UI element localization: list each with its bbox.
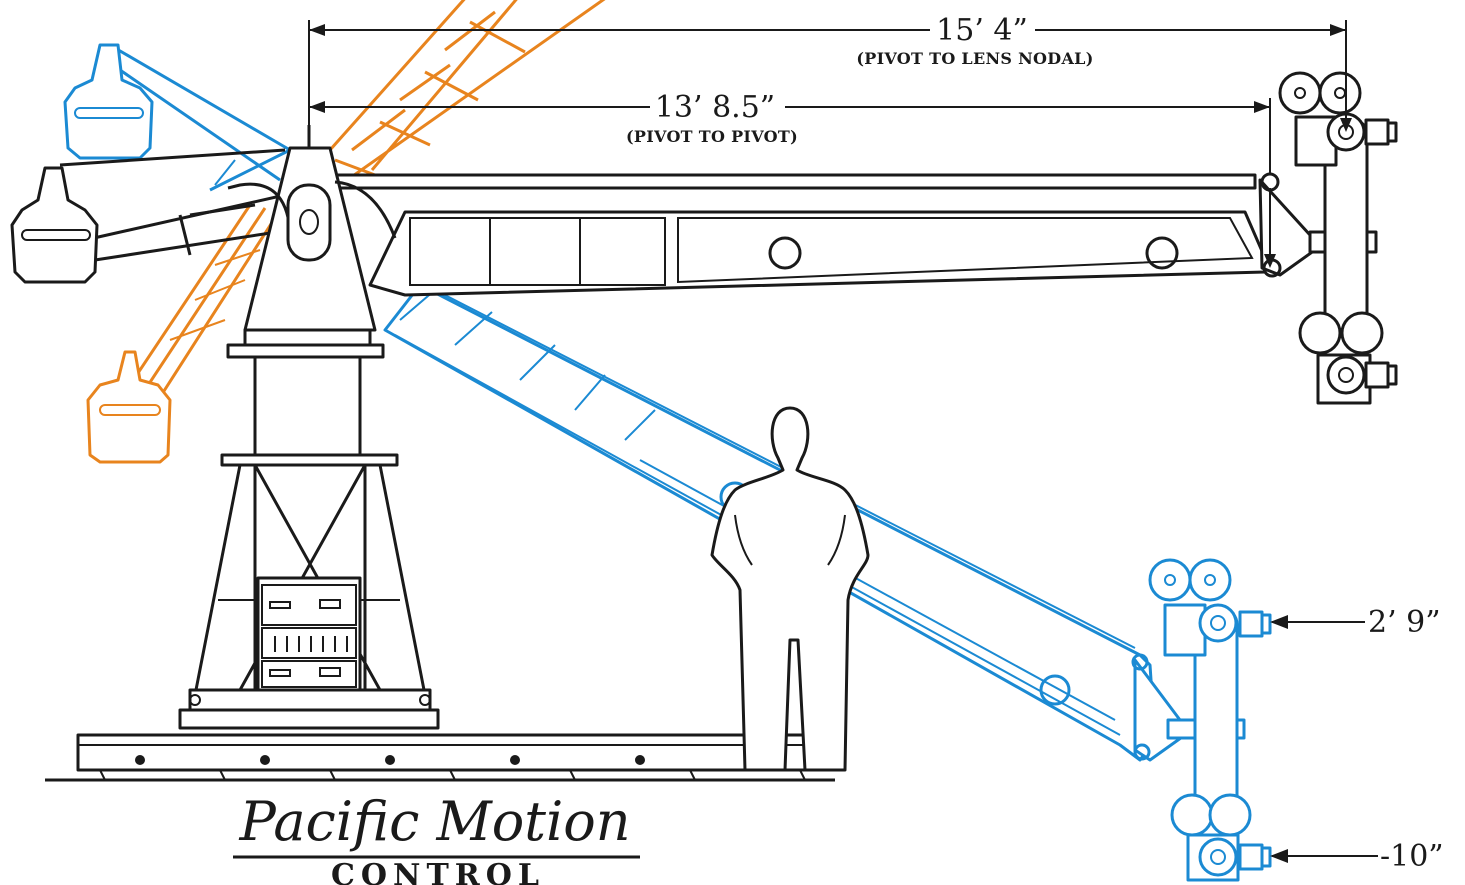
logo-subtitle: CONTROL <box>331 858 545 885</box>
camera-head-black <box>1278 71 1398 405</box>
boom-raised-orange <box>86 0 606 464</box>
counterweight-blue <box>63 43 154 160</box>
pivot-length-label: 13’ 8.5” <box>655 90 775 125</box>
camera-head-blue <box>1148 558 1272 882</box>
low-height-lower-label: -10” <box>1380 839 1444 874</box>
overall-length-label: 15’ 4” <box>936 13 1028 48</box>
human-silhouette <box>710 406 870 772</box>
crane-tower <box>178 125 440 730</box>
dolly-track <box>45 733 835 782</box>
counterweight-orange <box>86 350 172 464</box>
low-height-upper-label: 2’ 9” <box>1368 605 1441 640</box>
company-logo: Pacific Motion CONTROL <box>233 790 640 885</box>
dimension-pivot: 13’ 8.5” (PIVOT TO PIVOT) <box>309 90 1276 268</box>
overall-note-label: (PIVOT TO LENS NODAL) <box>856 49 1093 68</box>
pivot-note-label: (PIVOT TO PIVOT) <box>626 127 798 146</box>
logo-script: Pacific Motion <box>238 790 630 853</box>
dimension-low-heights: 2’ 9” -10” <box>1270 605 1444 874</box>
dimension-overall: 15’ 4” (PIVOT TO LENS NODAL) <box>308 13 1352 140</box>
boom-level-black <box>10 148 1317 297</box>
counterweight-black <box>10 166 99 284</box>
